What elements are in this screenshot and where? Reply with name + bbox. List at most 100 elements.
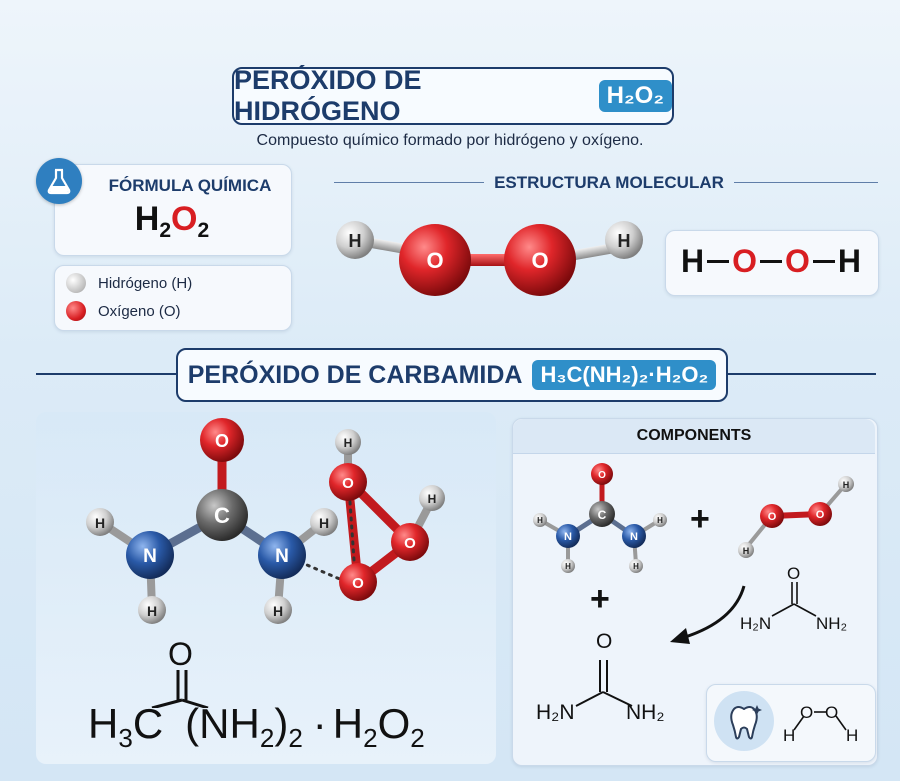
formula-h: H: [134, 200, 160, 238]
legend-item-hydrogen: Hidrógeno (H): [66, 273, 192, 293]
big-formula-o2: O: [377, 700, 411, 747]
big-formula-nh: (NH: [185, 700, 260, 747]
oxygen-swatch: [66, 301, 86, 321]
small-urea-o: O: [598, 470, 606, 481]
components-header: [513, 419, 875, 454]
carbamide-title: PERÓXIDO DE CARBAMIDA: [187, 360, 523, 389]
big-formula-c: C: [132, 700, 164, 747]
small-urea-n2: N: [630, 531, 638, 543]
big-formula-h-sub: 3: [118, 723, 133, 754]
model-h3-label: H: [319, 515, 329, 531]
large-urea-o-label: O: [596, 630, 613, 653]
small-h2o2-o2: O: [816, 509, 825, 521]
carbamide-formula-badge: H₃C(NH₂)₂·H₂O₂: [532, 360, 717, 390]
carbamide-panel: [36, 412, 496, 764]
page-subtitle: Compuesto químico formado por hidrógeno …: [256, 132, 644, 149]
components-title: COMPONENTS: [636, 427, 752, 444]
skel-h2: H: [846, 726, 859, 745]
small-urea-h3: H: [657, 516, 663, 525]
small-urea-n1: N: [564, 531, 572, 543]
atom-o1-label: O: [426, 248, 443, 273]
small-urea-o-label: O: [787, 564, 801, 583]
small-urea-h2: H: [565, 562, 571, 571]
big-formula-paren: ): [274, 700, 289, 747]
model-h6-label: H: [428, 492, 437, 506]
atom-o2-label: O: [531, 248, 548, 273]
section-divider-left: [36, 373, 176, 375]
small-h2o2-h1: H: [743, 546, 750, 556]
structure-line-right: [734, 182, 878, 183]
model-o4-label: O: [352, 575, 364, 592]
model-o3-label: O: [404, 535, 416, 552]
urea-ball-model: O C N N H H H H: [533, 463, 667, 573]
urea-skeletal-small: [771, 582, 817, 617]
atom-h2: [605, 221, 643, 259]
tooth-icon: [714, 691, 774, 751]
small-h2o2-h2: H: [843, 480, 850, 490]
skel-o1: O: [800, 703, 814, 722]
small-urea-right-label: NH₂: [816, 614, 848, 633]
small-urea-c: C: [598, 508, 607, 522]
structure-line-left: [334, 182, 484, 183]
model-c-label: C: [214, 503, 230, 528]
big-formula-h2: H: [332, 700, 364, 747]
urea-skeletal-large: [575, 660, 633, 707]
small-urea-h4: H: [633, 562, 639, 571]
line-atom-o2: O: [785, 243, 810, 279]
atom-h2-label: H: [618, 231, 631, 251]
line-atom-h1: H: [681, 243, 705, 279]
page-title: PERÓXIDO DE HIDRÓGENO: [234, 65, 422, 126]
atom-h1: [336, 221, 374, 259]
big-formula-o2-sub: 2: [410, 723, 425, 754]
line-bond-2: [760, 260, 782, 263]
line-atom-h2: H: [837, 243, 861, 279]
big-formula-h: H: [88, 700, 119, 747]
line-bond-1: [707, 260, 730, 263]
carbamide-title-box: PERÓXIDO DE CARBAMIDA H₃C(NH₂)₂·H₂O₂: [176, 348, 728, 402]
big-formula-carbonyl-o: O: [168, 636, 193, 672]
small-h2o2-o1: O: [768, 511, 777, 523]
plus-sign-2: +: [590, 580, 610, 618]
model-h5-label: H: [344, 436, 353, 450]
carbamide-ball-model: O C N N H H H H H O O O H: [86, 418, 445, 624]
big-formula: H3C(NH2)2·H2O2: [88, 700, 425, 753]
h2o2-ball-model: H O O H: [336, 221, 643, 296]
atom-h1-label: H: [349, 231, 362, 251]
skel-o2: O: [825, 703, 839, 722]
big-formula-h2-sub: 2: [363, 723, 378, 754]
model-o2-label: O: [342, 475, 354, 492]
atom-o1: [399, 224, 471, 296]
h2o2-skeletal: [793, 711, 847, 731]
formula-h-sub: 2: [159, 219, 172, 243]
model-n2-label: N: [275, 546, 289, 567]
legend-label-hydrogen: Hidrógeno (H): [98, 274, 193, 292]
formula-card-formula: H2O2: [54, 200, 290, 243]
flask-icon: [36, 158, 82, 204]
plus-sign-1: +: [690, 500, 710, 538]
formula-card-label: FÓRMULA QUÍMICA: [108, 176, 272, 195]
reaction-arrow: [670, 585, 746, 644]
skel-h1: H: [783, 726, 796, 745]
legend-item-oxygen: Oxígeno (O): [66, 301, 181, 321]
small-urea-h1: H: [537, 516, 543, 525]
big-formula-paren-sub: 2: [288, 723, 303, 754]
model-o-label: O: [215, 431, 229, 451]
section-divider-right: [726, 373, 876, 375]
formula-o-sub: 2: [197, 219, 210, 243]
main-title-box: PERÓXIDO DE HIDRÓGENO H₂O₂: [232, 65, 674, 126]
title-formula-badge: H₂O₂: [598, 80, 672, 112]
line-formula-card: [665, 230, 879, 296]
legend-card: [54, 265, 292, 331]
small-urea-left-label: H₂N: [740, 614, 772, 633]
line-bond-3: [812, 260, 835, 263]
hydrogen-swatch: [66, 273, 86, 293]
formula-o: O: [171, 200, 198, 238]
line-formula: H O O H: [665, 243, 877, 280]
legend-label-oxygen: Oxígeno (O): [98, 302, 181, 320]
big-formula-double-bond: [151, 670, 209, 708]
line-atom-o1: O: [732, 243, 757, 279]
formula-card: [54, 164, 292, 256]
structure-title: ESTRUCTURA MOLECULAR: [494, 173, 724, 192]
model-h1-label: H: [95, 515, 105, 531]
big-formula-dot: ·: [312, 700, 327, 747]
